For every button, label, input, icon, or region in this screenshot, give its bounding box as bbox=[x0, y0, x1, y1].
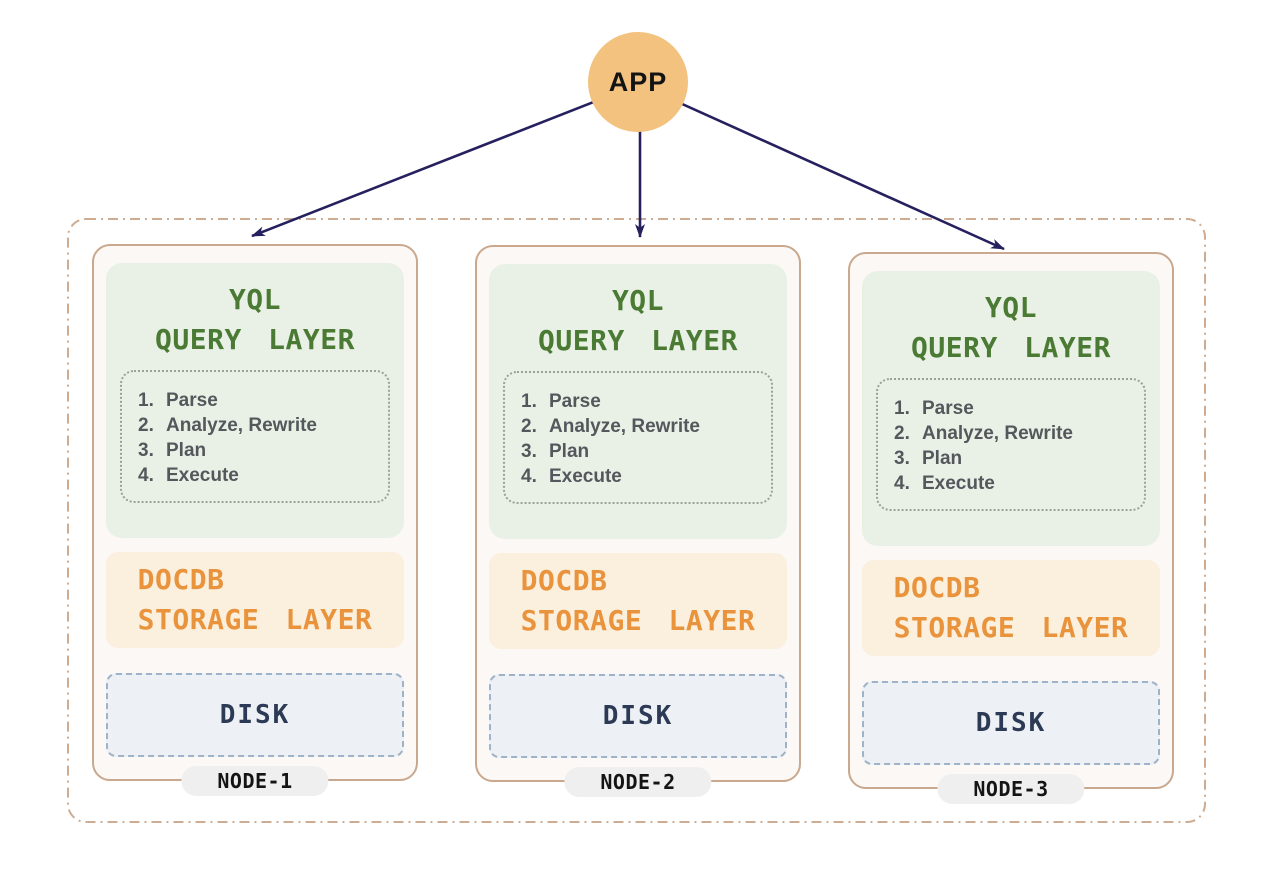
disk-box: DISK bbox=[862, 681, 1160, 765]
query-layer-box: YQL QUERY LAYER 1. Parse 2. Analyze, Rew… bbox=[489, 264, 787, 539]
storage-layer-title-line2: STORAGE LAYER bbox=[520, 604, 756, 637]
query-layer-title: YQL QUERY LAYER bbox=[489, 281, 787, 361]
step-number: 2. bbox=[894, 423, 910, 444]
step-text: Analyze, Rewrite bbox=[549, 416, 700, 437]
app-node: APP bbox=[588, 32, 688, 132]
query-steps-box: 1. Parse 2. Analyze, Rewrite 3. Plan 4. … bbox=[503, 371, 773, 504]
query-layer-title-line2: QUERY LAYER bbox=[911, 331, 1111, 364]
step-number: 4. bbox=[894, 473, 910, 494]
step-text: Execute bbox=[549, 466, 622, 487]
query-step: 2. Analyze, Rewrite bbox=[894, 421, 1138, 446]
query-layer-title-line1: YQL bbox=[228, 283, 282, 316]
query-step: 1. Parse bbox=[521, 389, 765, 414]
step-text: Parse bbox=[922, 398, 974, 419]
step-text: Plan bbox=[922, 448, 963, 469]
node-label: NODE-3 bbox=[973, 777, 1049, 801]
step-number: 1. bbox=[521, 391, 537, 412]
arrow-app-to-node-1 bbox=[251, 83, 638, 238]
step-text: Execute bbox=[922, 473, 995, 494]
disk-label: DISK bbox=[975, 708, 1047, 738]
storage-layer-title-line2: STORAGE LAYER bbox=[137, 603, 373, 636]
step-number: 2. bbox=[138, 415, 154, 436]
node-label: NODE-2 bbox=[600, 770, 676, 794]
cluster-dashed-border bbox=[67, 218, 1206, 823]
step-number: 4. bbox=[138, 465, 154, 486]
step-text: Execute bbox=[166, 465, 239, 486]
query-step: 4. Execute bbox=[521, 464, 765, 489]
step-number: 3. bbox=[894, 448, 910, 469]
step-text: Analyze, Rewrite bbox=[166, 415, 317, 436]
disk-box: DISK bbox=[489, 674, 787, 758]
query-step: 4. Execute bbox=[138, 463, 382, 488]
query-layer-title-line1: YQL bbox=[611, 284, 665, 317]
query-step: 2. Analyze, Rewrite bbox=[138, 413, 382, 438]
query-steps-box: 1. Parse 2. Analyze, Rewrite 3. Plan 4. … bbox=[876, 378, 1146, 511]
query-step: 1. Parse bbox=[138, 388, 382, 413]
storage-layer-title: DOCDB STORAGE LAYER bbox=[521, 561, 756, 641]
storage-layer-title-line1: DOCDB bbox=[893, 571, 981, 604]
disk-label: DISK bbox=[219, 700, 291, 730]
step-text: Parse bbox=[549, 391, 601, 412]
storage-layer-box: DOCDB STORAGE LAYER bbox=[106, 552, 404, 648]
query-step: 3. Plan bbox=[521, 439, 765, 464]
node-label-pill: NODE-1 bbox=[181, 766, 329, 796]
query-layer-title-line1: YQL bbox=[984, 291, 1038, 324]
storage-layer-title-line1: DOCDB bbox=[520, 564, 608, 597]
step-number: 2. bbox=[521, 416, 537, 437]
query-layer-box: YQL QUERY LAYER 1. Parse 2. Analyze, Rew… bbox=[106, 263, 404, 538]
storage-layer-title: DOCDB STORAGE LAYER bbox=[138, 560, 373, 640]
query-steps-box: 1. Parse 2. Analyze, Rewrite 3. Plan 4. … bbox=[120, 370, 390, 503]
step-number: 3. bbox=[521, 441, 537, 462]
query-step: 3. Plan bbox=[894, 446, 1138, 471]
step-number: 4. bbox=[521, 466, 537, 487]
node-card-2: YQL QUERY LAYER 1. Parse 2. Analyze, Rew… bbox=[475, 245, 801, 797]
step-number: 1. bbox=[894, 398, 910, 419]
query-layer-title-line2: QUERY LAYER bbox=[155, 323, 355, 356]
step-text: Plan bbox=[166, 440, 207, 461]
step-text: Plan bbox=[549, 441, 590, 462]
storage-layer-box: DOCDB STORAGE LAYER bbox=[489, 553, 787, 649]
query-step: 4. Execute bbox=[894, 471, 1138, 496]
step-text: Analyze, Rewrite bbox=[922, 423, 1073, 444]
disk-box: DISK bbox=[106, 673, 404, 757]
node-label: NODE-1 bbox=[217, 769, 293, 793]
arrow-app-to-node-3 bbox=[639, 83, 1005, 251]
node-card-3: YQL QUERY LAYER 1. Parse 2. Analyze, Rew… bbox=[848, 252, 1174, 804]
step-number: 3. bbox=[138, 440, 154, 461]
query-step: 2. Analyze, Rewrite bbox=[521, 414, 765, 439]
step-text: Parse bbox=[166, 390, 218, 411]
query-step: 3. Plan bbox=[138, 438, 382, 463]
step-number: 1. bbox=[138, 390, 154, 411]
storage-layer-title: DOCDB STORAGE LAYER bbox=[894, 568, 1129, 648]
query-step: 1. Parse bbox=[894, 396, 1138, 421]
node-label-pill: NODE-3 bbox=[937, 774, 1085, 804]
query-layer-title: YQL QUERY LAYER bbox=[106, 280, 404, 360]
query-layer-box: YQL QUERY LAYER 1. Parse 2. Analyze, Rew… bbox=[862, 271, 1160, 546]
node-label-pill: NODE-2 bbox=[564, 767, 712, 797]
storage-layer-title-line2: STORAGE LAYER bbox=[893, 611, 1129, 644]
storage-layer-title-line1: DOCDB bbox=[137, 563, 225, 596]
query-layer-title-line2: QUERY LAYER bbox=[538, 324, 738, 357]
disk-label: DISK bbox=[602, 701, 674, 731]
app-label: APP bbox=[608, 66, 668, 97]
query-layer-title: YQL QUERY LAYER bbox=[862, 288, 1160, 368]
storage-layer-box: DOCDB STORAGE LAYER bbox=[862, 560, 1160, 656]
node-card-1: YQL QUERY LAYER 1. Parse 2. Analyze, Rew… bbox=[92, 244, 418, 796]
